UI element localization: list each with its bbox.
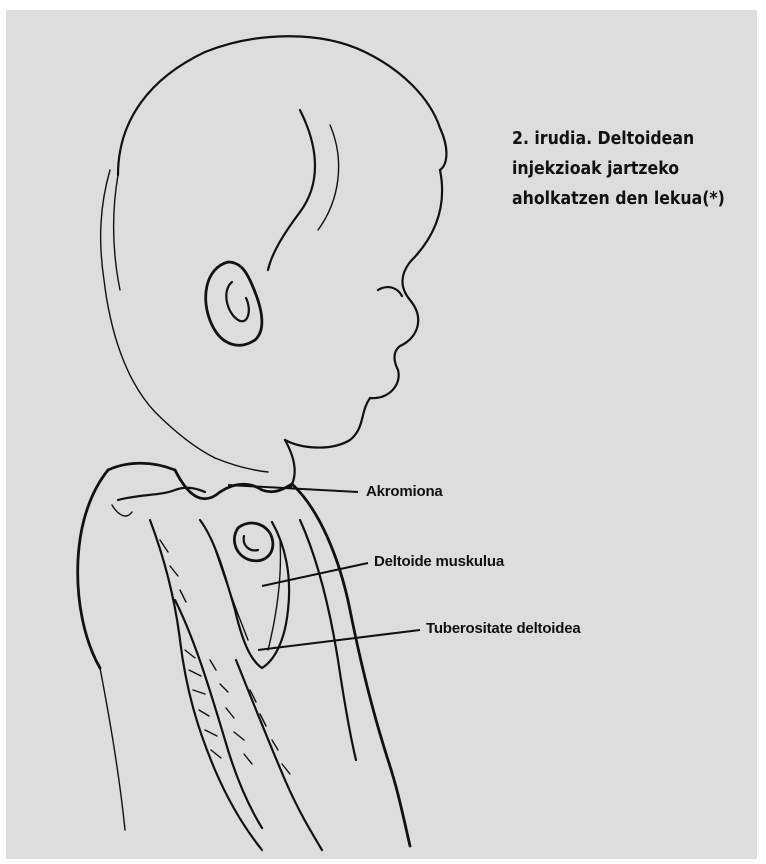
arm-shading-3 [160, 540, 186, 602]
triceps [236, 660, 322, 850]
caption-line-3: aholkatzen den lekua(*) [512, 184, 752, 214]
back-outline [108, 463, 175, 470]
head-outline [118, 36, 446, 175]
hair-strand [318, 125, 339, 230]
label-tuberositate-deltoidea: Tuberositate deltoidea [426, 620, 581, 637]
neck-line [285, 440, 295, 488]
ear-inner [226, 282, 248, 321]
label-akromiona: Akromiona [366, 483, 443, 500]
arm-outer-2 [300, 520, 356, 760]
scapula-edge [112, 505, 132, 516]
ear [206, 262, 262, 345]
head-back-line [101, 170, 215, 458]
caption-line-2: injekzioak jartzeko [512, 154, 752, 184]
leader-deltoide [262, 563, 368, 586]
arm-outer [292, 484, 410, 846]
humeral-head-inner [244, 536, 258, 550]
face-profile [285, 170, 442, 448]
arm-shading-4 [250, 690, 290, 774]
torso-line [100, 668, 125, 830]
biceps [175, 600, 262, 828]
shoulder-outline [78, 470, 108, 668]
caption-line-1: 2. irudia. Deltoidean [512, 124, 752, 154]
eye [378, 287, 402, 296]
deltoid-fiber-2 [268, 540, 281, 650]
label-deltoide-muskulua: Deltoide muskulua [374, 553, 504, 570]
humeral-head [234, 523, 272, 561]
head-back-line-2 [114, 175, 120, 290]
figure-caption: 2. irudia. Deltoidean injekzioak jartzek… [512, 124, 752, 214]
neck-back [215, 458, 268, 472]
hairline [268, 110, 315, 270]
